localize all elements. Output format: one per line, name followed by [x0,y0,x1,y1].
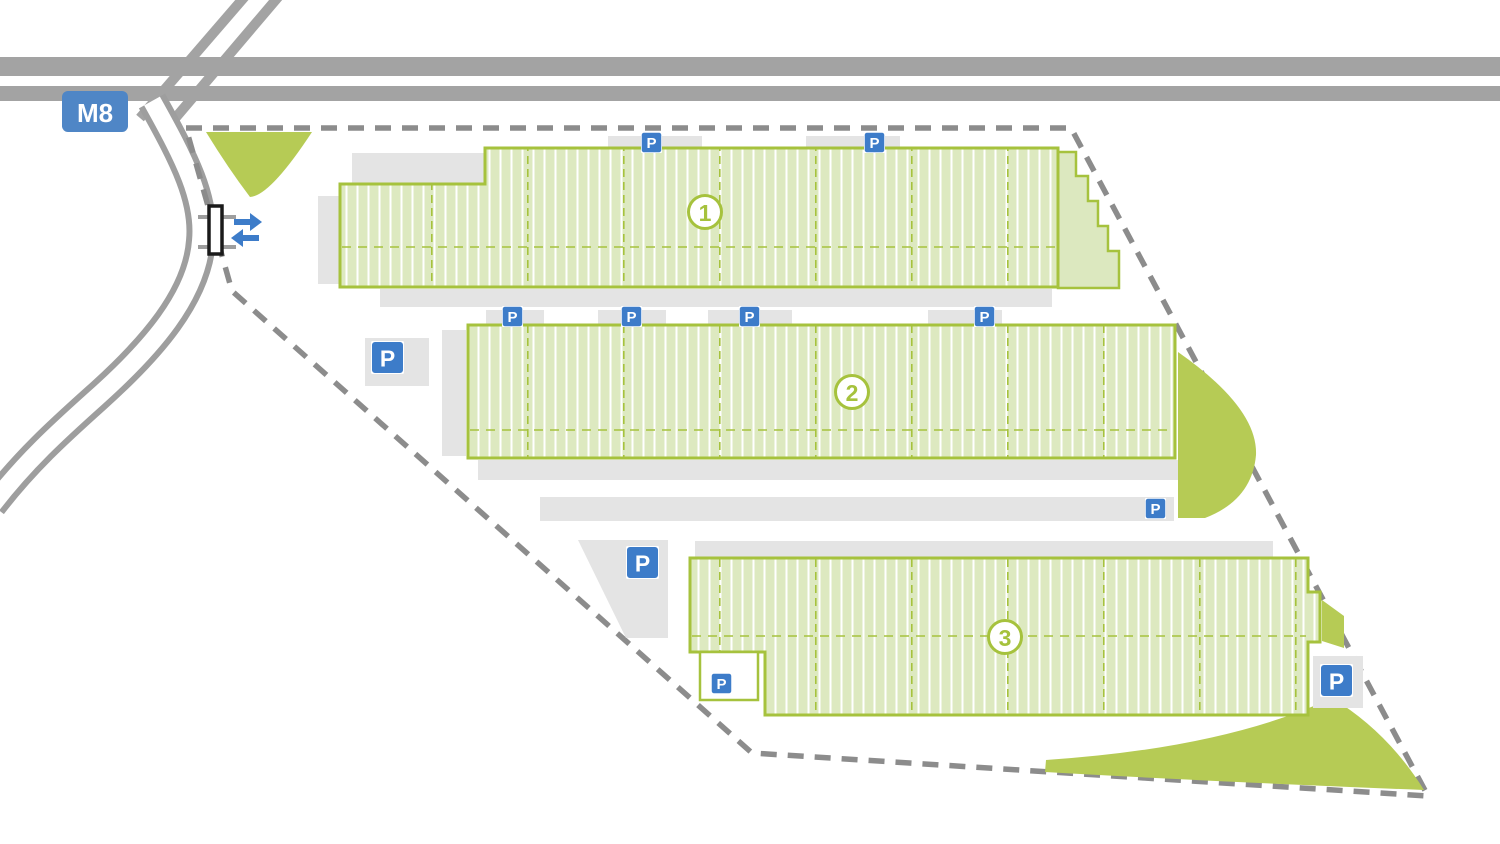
highway-badge-label: M8 [77,98,113,128]
building-1[interactable]: 1 [338,146,1060,289]
site-entrance [207,204,262,256]
landscape-area [1322,600,1344,648]
motorway-carriageway [0,57,1500,76]
parking-badge [864,132,885,153]
gate-icon [207,204,224,256]
dock-apron [695,541,1273,557]
parking-badge [974,306,995,327]
highway-badge: M8 [62,91,128,132]
building-2-number-circle [834,374,870,410]
landscape-area [1178,352,1257,518]
parking-badge [371,341,404,374]
building-2[interactable]: 2 [466,323,1177,460]
arrow-right-shaft [234,219,250,225]
dock-apron [318,196,342,284]
parking-badge [1145,498,1166,519]
building-1-step-extension [1056,150,1121,290]
building-2-grid [468,325,1175,458]
parking-badge [1320,664,1353,697]
building-3[interactable]: 3 [688,556,1322,717]
dock-apron [478,460,1178,480]
internal-road [540,497,1174,521]
parking-badge [502,306,523,327]
building-1-number: 1 [699,200,712,226]
parking-badge [621,306,642,327]
motorway-carriageway [0,86,1500,101]
parking-badge [739,306,760,327]
arrow-left-head [231,229,243,247]
arrow-left-shaft [243,235,259,241]
building-2-number: 2 [846,380,859,406]
parking-badge [641,132,662,153]
building-1-number-circle [687,194,723,230]
access-road [0,96,211,510]
arrow-right-head [250,213,262,231]
parking-badge [626,546,659,579]
entrance-arrows-icon [231,213,262,247]
roads [0,0,1500,515]
landscape-areas [206,132,1424,790]
highway-badge-bg [62,91,128,132]
building-3-number-circle [987,619,1023,655]
landscape-area [1045,698,1424,790]
building-3-number: 3 [999,625,1012,651]
parking-badge [711,673,732,694]
buildings: 1 2 3 [338,146,1322,717]
dock-apron [442,330,466,456]
landscape-area [206,132,312,197]
dock-apron [380,289,1052,307]
dock-apron [352,153,484,185]
